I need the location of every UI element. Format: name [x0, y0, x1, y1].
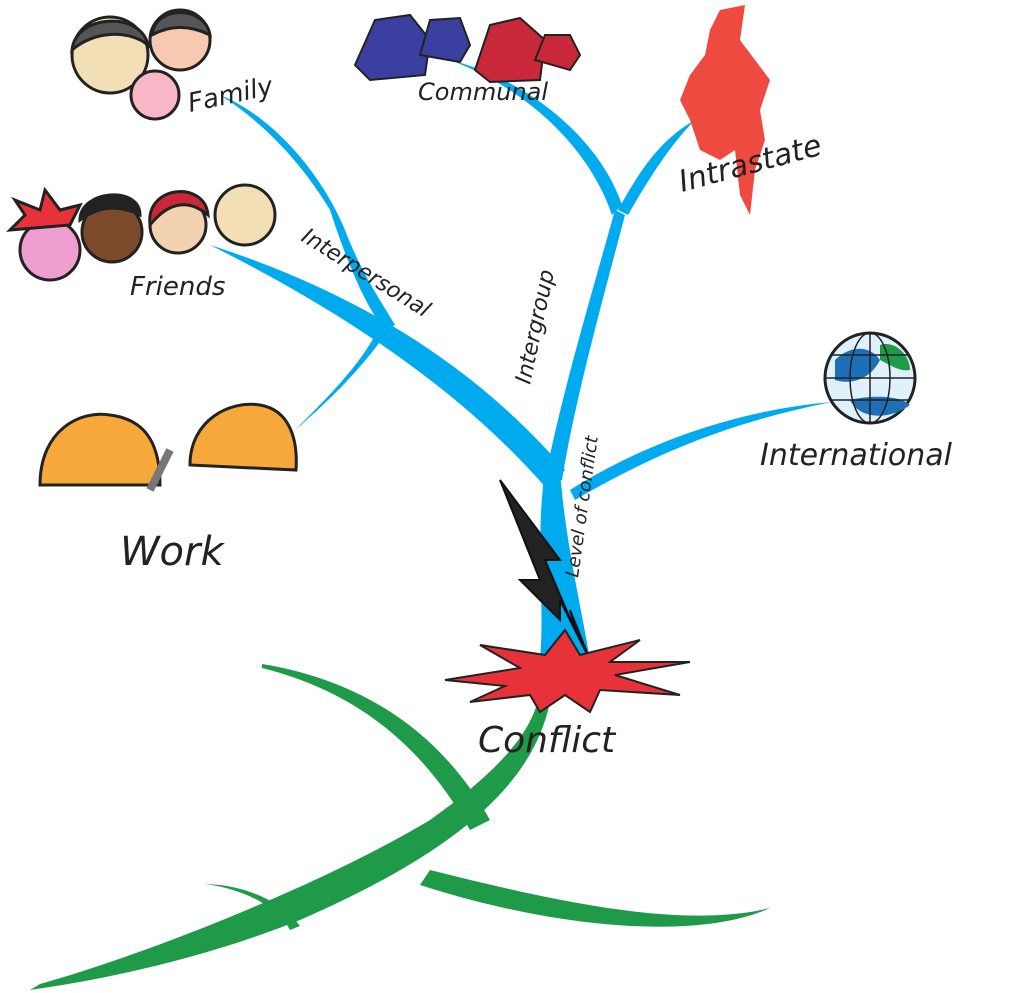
leaf-label-communal: Communal	[418, 78, 548, 106]
trunk-label-level-of-conflict: Level of conflict	[562, 434, 603, 579]
branch-label-intergroup: Intergroup	[511, 268, 560, 387]
roots	[30, 664, 770, 990]
country-map-icon	[680, 5, 770, 215]
leaf-label-friends: Friends	[130, 272, 225, 302]
family-faces-icon	[70, 8, 212, 121]
branch-label-international: International	[760, 438, 953, 473]
starburst-icon	[444, 628, 691, 714]
work-helmets-icon	[38, 402, 298, 492]
branch-label-interpersonal: Interpersonal	[297, 224, 435, 323]
friends-faces-icon	[6, 183, 277, 282]
communal-houses-icon	[353, 13, 582, 84]
center-label-conflict: Conflict	[478, 720, 617, 761]
leaf-label-work: Work	[120, 529, 225, 575]
globe-icon	[823, 331, 917, 425]
leaf-label-family: Family	[185, 71, 276, 118]
